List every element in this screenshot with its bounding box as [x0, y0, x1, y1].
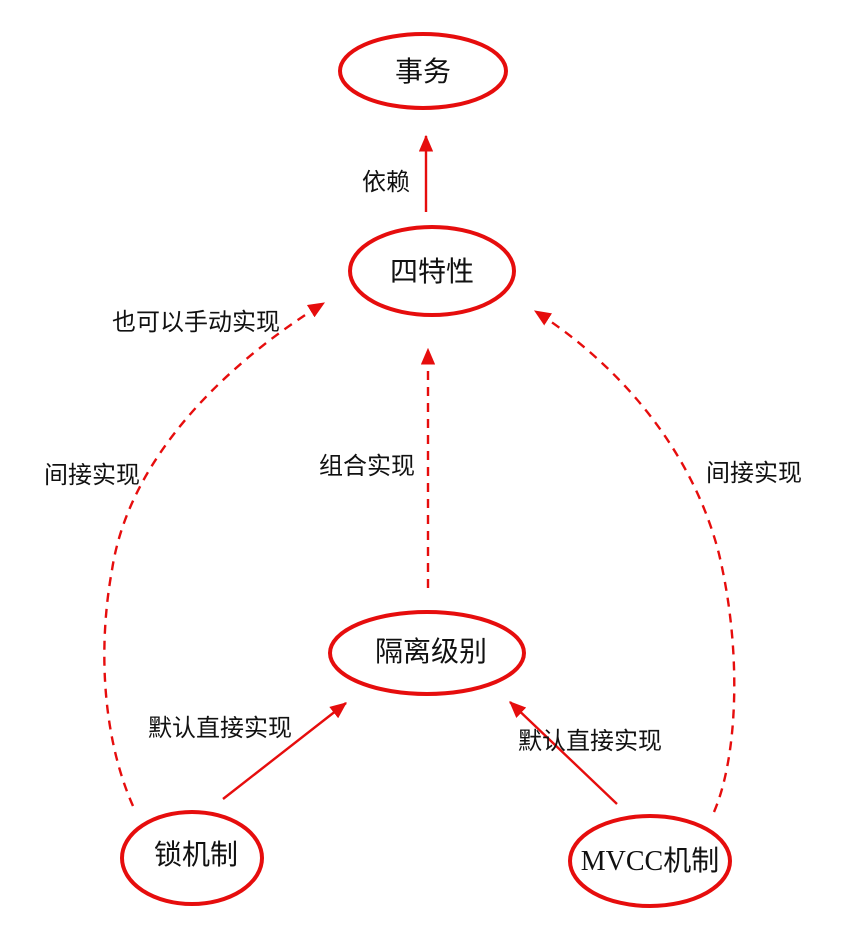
node-isolation-level-ellipse [328, 610, 526, 696]
edge-label-manual-note: 也可以手动实现 [112, 309, 280, 336]
node-four-properties-label: 四特性 [390, 256, 474, 288]
node-four-properties-ellipse [348, 225, 516, 317]
node-transaction-label: 事务 [395, 56, 451, 88]
edge-indirect-left-curve [103, 301, 326, 807]
edge-label-indirect-right: 间接实现 [706, 460, 802, 487]
edge-label-depends: 依赖 [362, 169, 410, 196]
edge-label-indirect-left: 间接实现 [44, 462, 140, 489]
edge-label-default-direct-right: 默认直接实现 [518, 728, 662, 755]
edge-indirect-right-curve [533, 309, 736, 813]
edge-label-default-direct-left: 默认直接实现 [148, 715, 292, 742]
node-mvcc-mechanism-label: MVCC机制 [581, 845, 719, 877]
node-lock-mechanism-ellipse [120, 810, 264, 906]
node-isolation-level-label: 隔离级别 [375, 636, 487, 668]
node-transaction-ellipse [338, 32, 508, 110]
edge-label-combined: 组合实现 [319, 453, 415, 480]
edge-default-direct-left-arrow [222, 702, 347, 800]
node-mvcc-mechanism-ellipse [568, 814, 732, 908]
edge-default-direct-right-arrow [509, 701, 618, 805]
node-lock-mechanism-label: 锁机制 [154, 839, 238, 871]
